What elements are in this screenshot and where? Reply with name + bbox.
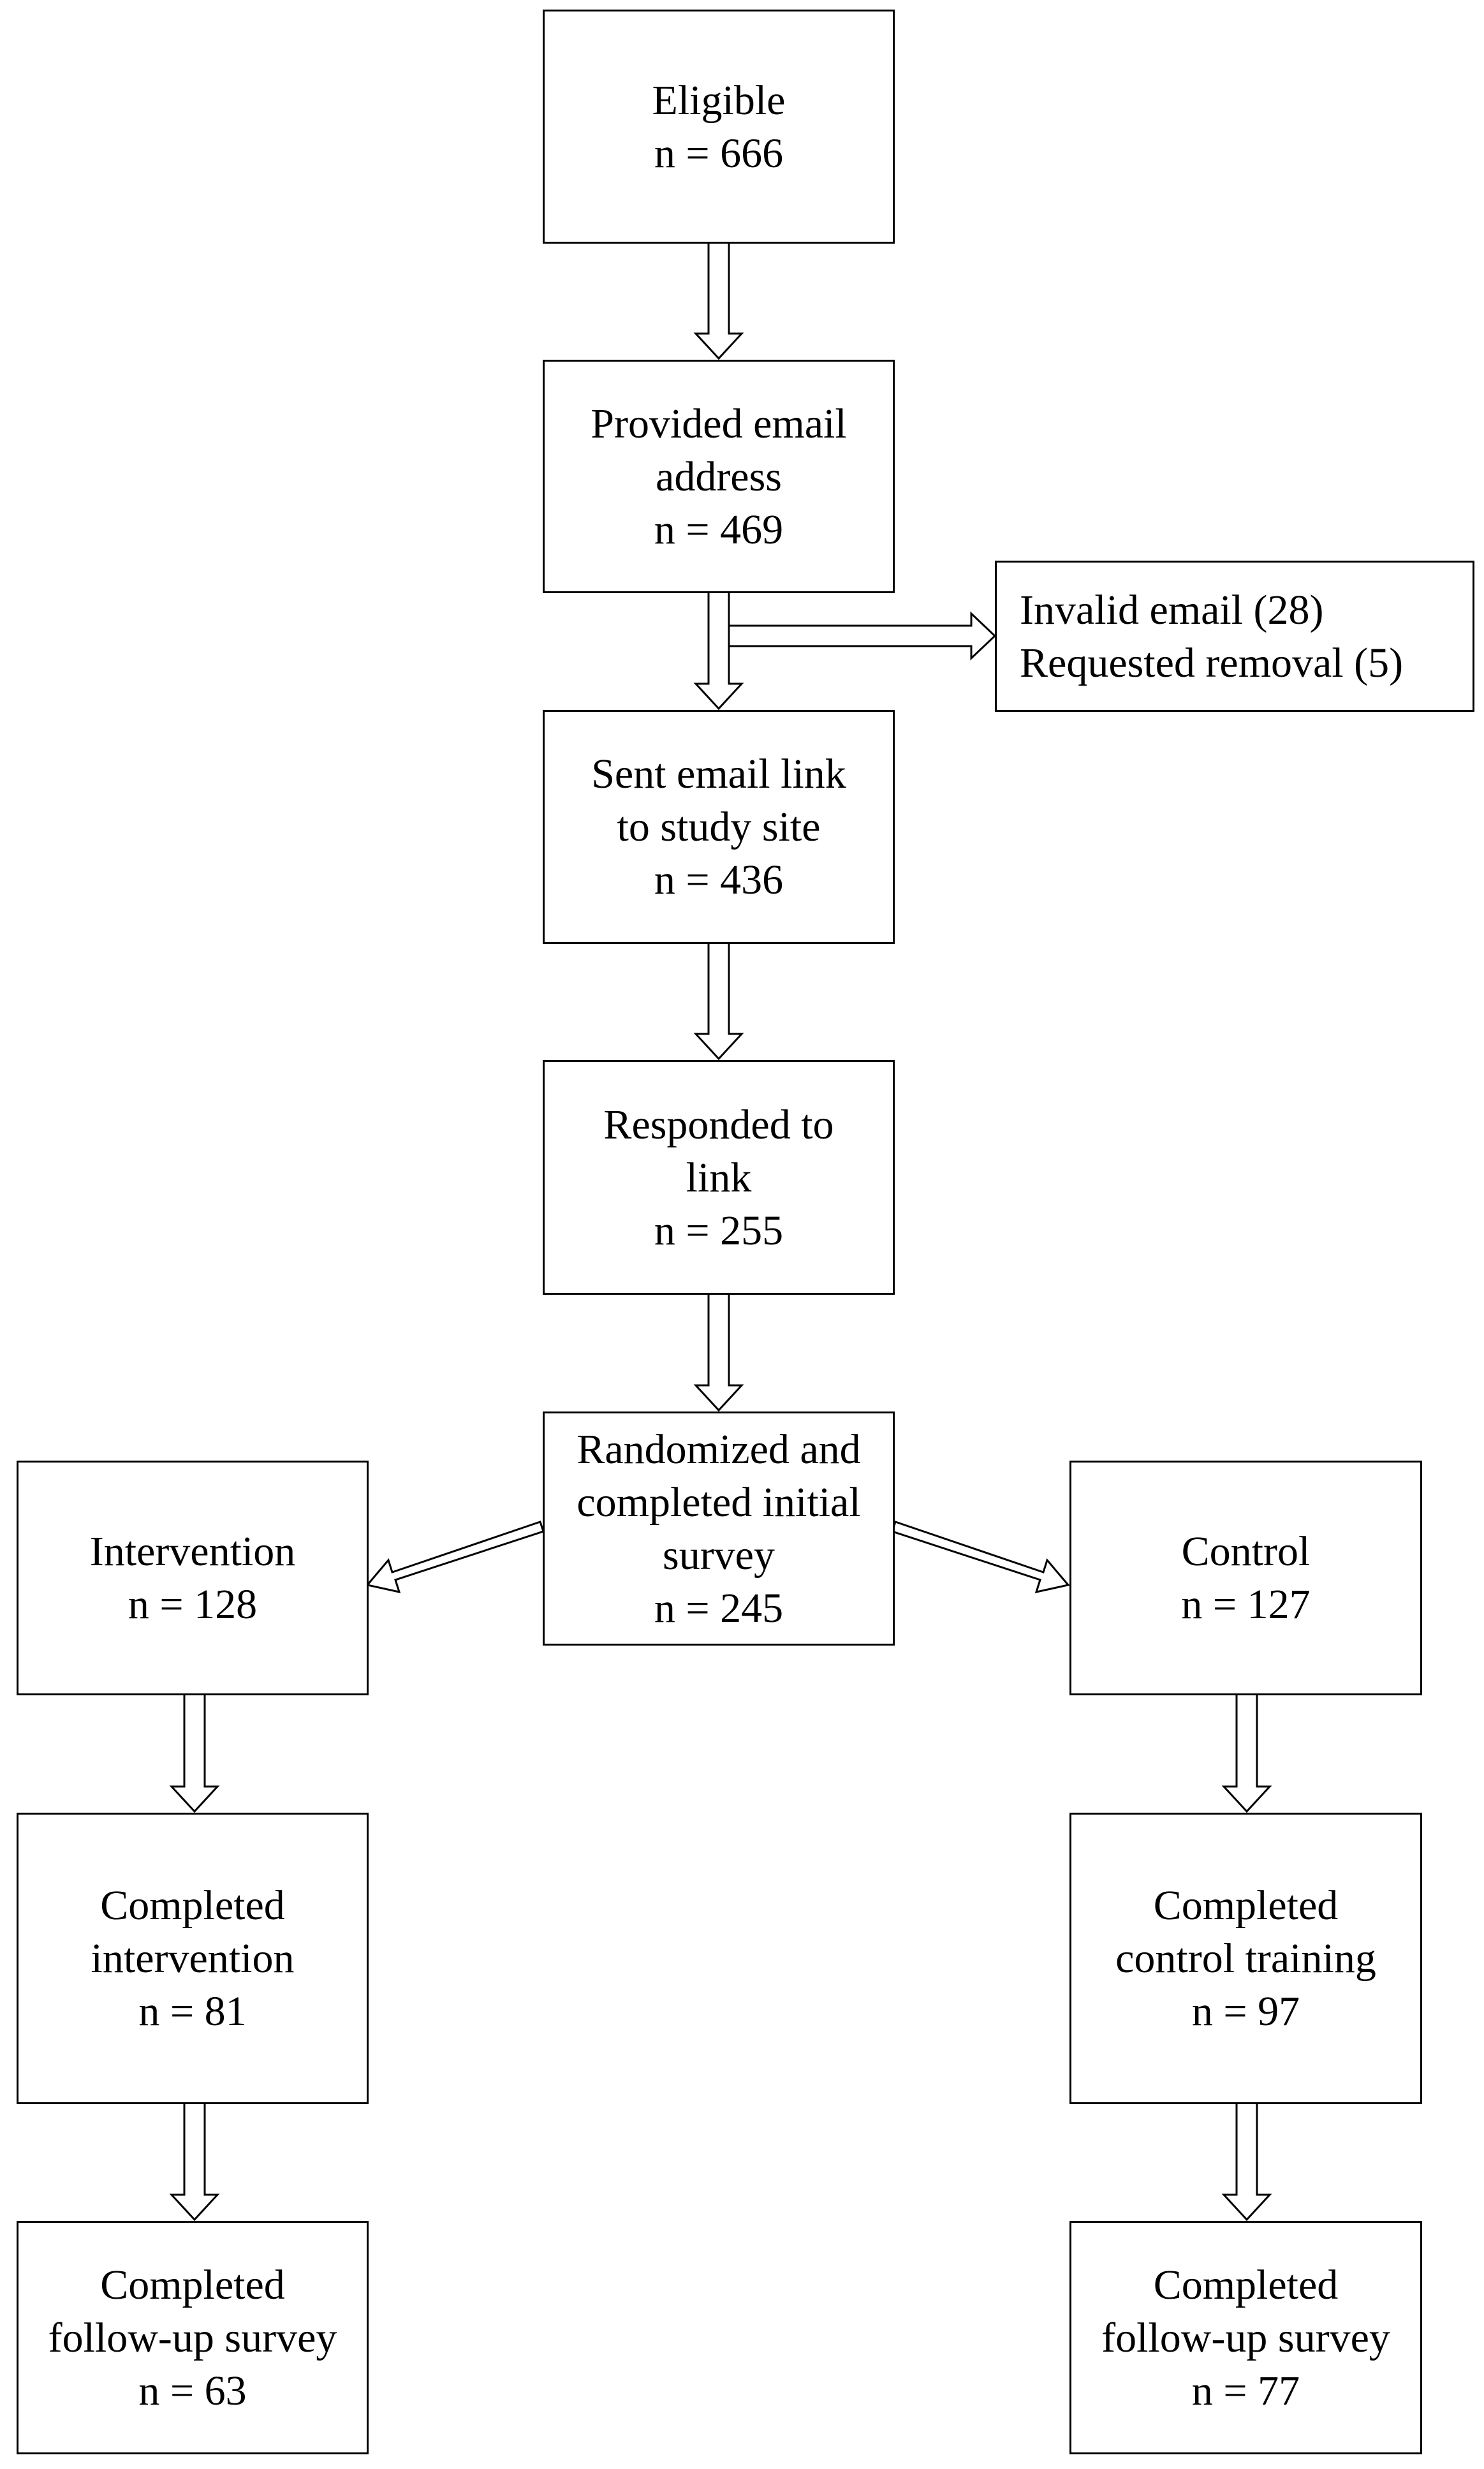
arrow-sent-link-to-responded (693, 941, 744, 1061)
arrow-to-excluded (728, 611, 997, 661)
completed-intervention-label: Completed (100, 1882, 285, 1929)
completed-intervention-label-2: intervention (91, 1935, 295, 1982)
sent-link-box: Sent email link to study site n = 436 (543, 710, 895, 944)
control-count: n = 127 (1181, 1581, 1311, 1628)
arrow-randomized-to-control (891, 1521, 1070, 1594)
followup-control-label-2: follow-up survey (1101, 2314, 1390, 2361)
randomized-count: n = 245 (654, 1584, 784, 1632)
control-box: Control n = 127 (1069, 1461, 1422, 1695)
eligible-box: Eligible n = 666 (543, 10, 895, 244)
completed-control-box: Completed control training n = 97 (1069, 1813, 1422, 2104)
randomized-label-2: completed initial (577, 1478, 861, 1526)
sent-link-label: Sent email link (591, 751, 846, 797)
arrow-eligible-to-provided-email (693, 241, 744, 360)
arrow-responded-to-randomized (693, 1292, 744, 1412)
arrow-randomized-to-intervention (365, 1521, 545, 1594)
intervention-box: Intervention n = 128 (17, 1461, 369, 1695)
provided-email-label: Provided email (591, 400, 847, 447)
provided-email-box: Provided email address n = 469 (543, 360, 895, 593)
sent-link-count: n = 436 (654, 857, 784, 903)
randomized-label: Randomized and (577, 1426, 861, 1473)
followup-intervention-label-2: follow-up survey (48, 2314, 337, 2361)
completed-intervention-count: n = 81 (138, 1988, 247, 2035)
intervention-count: n = 128 (128, 1581, 258, 1628)
followup-control-count: n = 77 (1191, 2367, 1300, 2414)
invalid-email-note: Invalid email (28) (1020, 586, 1324, 633)
arrow-completed-intervention-to-followup (169, 2102, 220, 2222)
responded-label-2: link (686, 1154, 752, 1201)
randomized-box: Randomized and completed initial survey … (543, 1411, 895, 1646)
arrow-completed-control-to-followup (1221, 2102, 1272, 2222)
responded-count: n = 255 (654, 1207, 784, 1254)
provided-email-label-2: address (656, 453, 782, 500)
followup-control-box: Completed follow-up survey n = 77 (1069, 2221, 1422, 2454)
responded-label: Responded to (603, 1101, 834, 1148)
followup-intervention-box: Completed follow-up survey n = 63 (17, 2221, 369, 2454)
arrow-control-to-completed (1221, 1693, 1272, 1813)
control-label: Control (1181, 1528, 1311, 1575)
provided-email-count: n = 469 (654, 506, 784, 553)
eligible-count: n = 666 (654, 129, 784, 177)
followup-intervention-label: Completed (100, 2261, 285, 2308)
randomized-label-3: survey (663, 1531, 775, 1579)
eligible-label: Eligible (652, 77, 786, 124)
completed-control-label: Completed (1153, 1882, 1339, 1929)
followup-control-label: Completed (1153, 2261, 1339, 2308)
completed-control-count: n = 97 (1191, 1988, 1300, 2035)
completed-control-label-2: control training (1115, 1935, 1376, 1982)
sent-link-label-2: to study site (617, 804, 821, 850)
requested-removal-note: Requested removal (5) (1020, 639, 1404, 686)
arrow-provided-email-to-sent-link (693, 591, 744, 711)
responded-box: Responded to link n = 255 (543, 1060, 895, 1295)
followup-intervention-count: n = 63 (138, 2367, 247, 2414)
intervention-label: Intervention (89, 1528, 296, 1575)
arrow-intervention-to-completed (169, 1693, 220, 1813)
completed-intervention-box: Completed intervention n = 81 (17, 1813, 369, 2104)
excluded-box: Invalid email (28) Requested removal (5) (995, 561, 1474, 712)
